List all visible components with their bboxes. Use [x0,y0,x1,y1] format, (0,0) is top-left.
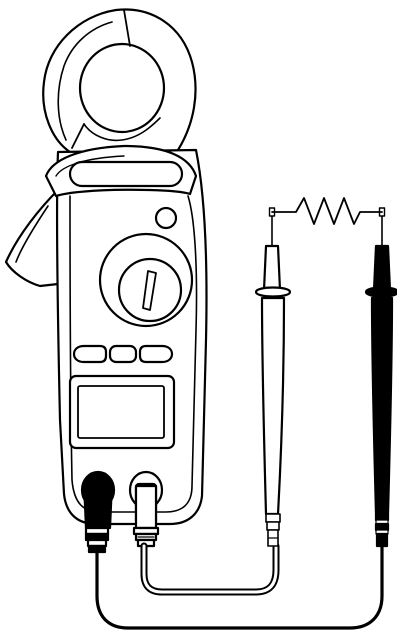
black-plug [84,478,112,553]
black-lead-wire [97,546,382,628]
side-grip [6,190,58,286]
clamp-jaw [43,9,195,158]
button-middle[interactable] [110,346,136,362]
test-lead-red[interactable] [256,208,290,546]
indicator-dot [156,208,176,228]
meter-body [57,150,206,524]
lcd-display [70,376,174,448]
test-lead-black[interactable] [366,208,397,546]
rotary-function-switch[interactable] [100,234,192,326]
button-right[interactable] [140,346,172,362]
button-left[interactable] [74,346,106,362]
red-lead-wire [144,546,276,592]
red-plug [134,486,158,546]
resistor [272,198,382,224]
